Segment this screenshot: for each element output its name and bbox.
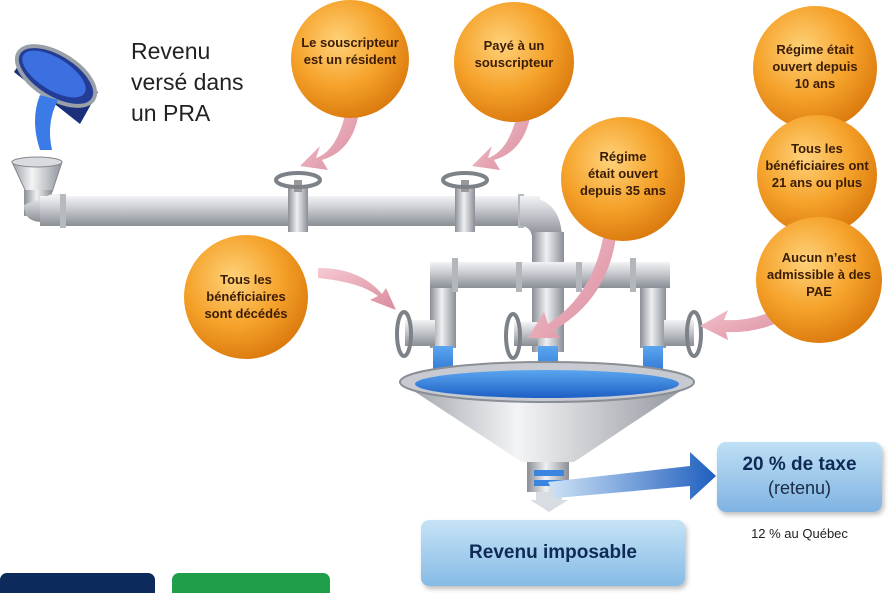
condition-bubbles	[184, 0, 882, 359]
bubble-paid	[454, 2, 574, 122]
tax-title: 20 % de taxe	[742, 454, 857, 475]
label-open35: Régime était ouvert depuis 35 ans	[563, 148, 683, 199]
taxable-income-box: Revenu imposable	[421, 520, 685, 586]
valve-wheel-icon	[664, 310, 703, 358]
tax-box: 20 % de taxe (retenu)	[717, 442, 882, 512]
label-paid-line-1: Payé à un	[483, 38, 545, 53]
intro-line-2: versé dans	[131, 69, 244, 95]
label-age21: Tous les bénéficiaires ont 21 ans ou plu…	[752, 140, 882, 191]
label-age21-line-3: 21 ans ou plus	[771, 175, 863, 190]
bubble-age21	[757, 115, 877, 235]
label-open35-line-1: Régime	[599, 149, 647, 164]
collection-funnel	[399, 361, 695, 512]
bubble-open35	[561, 117, 685, 241]
label-deceased-line-2: bénéficiaires	[206, 289, 286, 304]
label-open35-line-3: depuis 35 ans	[580, 183, 666, 198]
label-age21-line-2: bénéficiaires ont	[765, 158, 869, 173]
label-open10: Régime était ouvert depuis 10 ans	[755, 41, 875, 92]
label-open35-line-2: était ouvert	[587, 166, 659, 181]
valve-wheel-icon	[441, 171, 489, 232]
label-deceased-line-3: sont décédés	[204, 306, 288, 321]
label-age21-line-1: Tous les	[791, 141, 843, 156]
label-open10-line-1: Régime était	[776, 42, 854, 57]
label-resident: Le souscripteur est un résident	[291, 34, 409, 68]
valve-wheel-icon	[274, 171, 322, 232]
label-pae: Aucun n’est admissible à des PAE	[754, 249, 884, 300]
label-pae-line-2: admissible à des	[766, 267, 872, 282]
label-open10-line-3: 10 ans	[794, 76, 836, 91]
intake-funnel	[11, 156, 63, 193]
intro-line-1: Revenu	[131, 38, 211, 64]
label-resident-line-2: est un résident	[303, 52, 397, 67]
intro-line-3: un PRA	[131, 100, 211, 126]
label-pae-line-3: PAE	[806, 284, 832, 299]
bubble-deceased	[184, 235, 308, 359]
nav-tab-navy[interactable]	[0, 573, 155, 593]
nav-tab-green[interactable]	[172, 573, 330, 593]
quebec-note: 12 % au Québec	[751, 526, 848, 541]
tax-arrow	[548, 452, 716, 500]
bubble-open10	[753, 6, 877, 130]
label-paid: Payé à un souscripteur	[455, 37, 573, 71]
label-deceased-line-1: Tous les	[220, 272, 272, 287]
label-resident-line-1: Le souscripteur	[301, 35, 399, 50]
intro-text: Revenu versé dans un PRA	[131, 36, 291, 129]
bubble-resident	[291, 0, 409, 118]
bubble-pae	[756, 217, 882, 343]
label-deceased: Tous les bénéficiaires sont décédés	[186, 271, 306, 322]
label-paid-line-2: souscripteur	[474, 55, 554, 70]
valve-wheel-icon	[395, 310, 435, 358]
tax-subtitle: (retenu)	[767, 478, 832, 498]
label-pae-line-1: Aucun n’est	[781, 250, 857, 265]
paint-bucket-icon	[14, 44, 98, 150]
label-open10-line-2: ouvert depuis	[772, 59, 858, 74]
